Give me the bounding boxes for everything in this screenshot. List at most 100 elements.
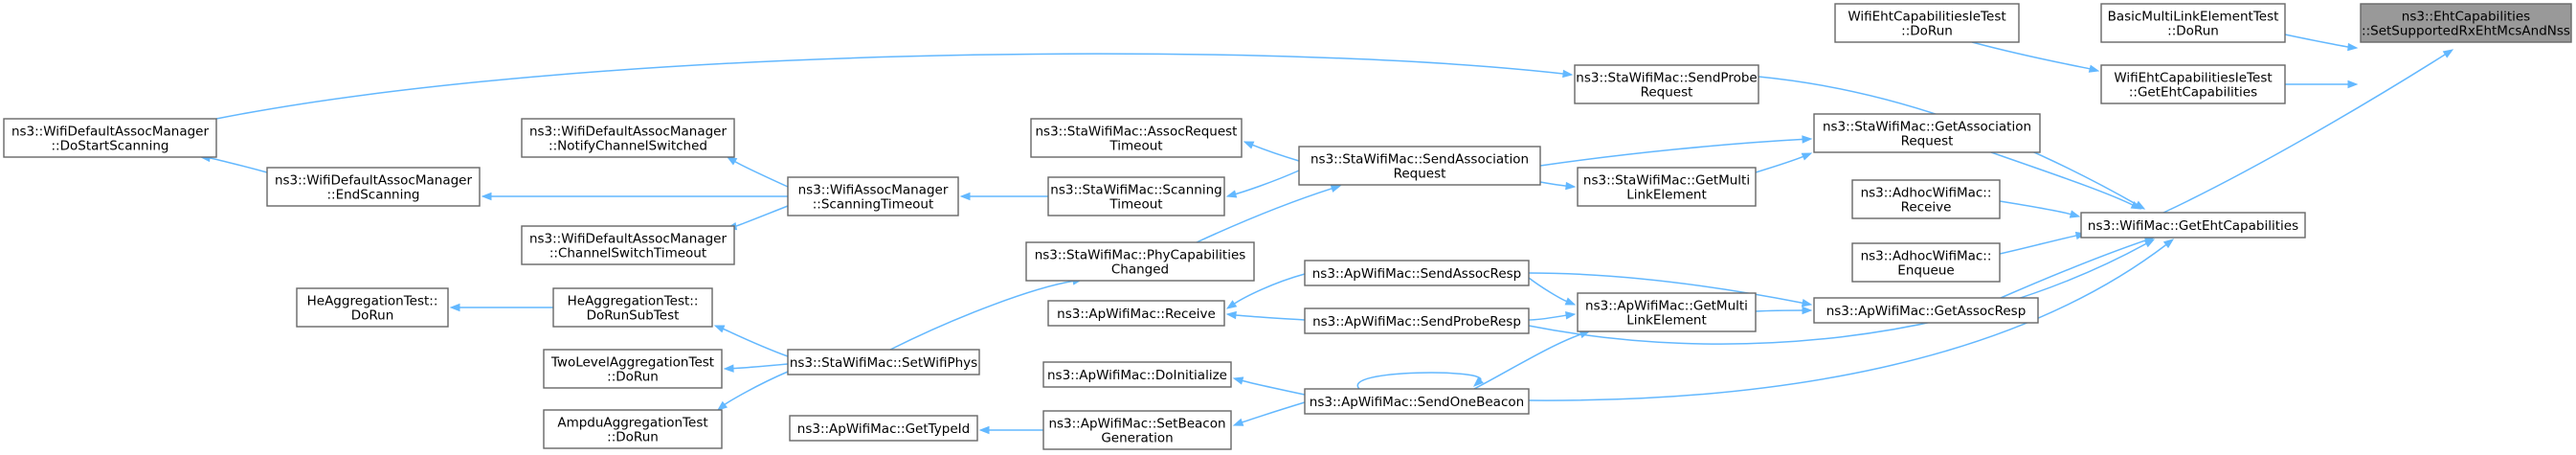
edge-ApSendOneBeacon-to-ApDoInitialize	[1232, 376, 1306, 396]
edge-ApSendOneBeacon-to-WifiMacGetEht	[1528, 239, 2175, 401]
node-ApSendProbeResp[interactable]: ns3::ApWifiMac::SendProbeResp	[1304, 307, 1530, 334]
node-label: DoRun	[351, 308, 394, 324]
edge-StaGetMultiLink-to-StaGetAssocReq	[1755, 152, 1813, 173]
node-WifiMacGetEht[interactable]: ns3::WifiMac::GetEhtCapabilities	[2080, 212, 2306, 239]
node-label: ns3::WifiDefaultAssocManager	[275, 173, 473, 189]
node-label: Request	[1641, 85, 1693, 101]
node-label: HeAggregationTest::	[568, 294, 699, 309]
edge-StaSendAssocReq-to-StaAssocTimeout	[1243, 141, 1300, 162]
node-label: ns3::WifiAssocManager	[798, 183, 949, 198]
node-DefChanSwitchTimeout[interactable]: ns3::WifiDefaultAssocManager::ChannelSwi…	[521, 225, 735, 265]
node-label: ns3::WifiDefaultAssocManager	[529, 125, 728, 140]
node-HeAggSubTest[interactable]: HeAggregationTest::DoRunSubTest	[552, 287, 713, 328]
node-label: Changed	[1111, 262, 1169, 278]
node-label: ns3::EhtCapabilities	[2402, 10, 2530, 25]
edge-ApSendProbeResp-to-ApReceive	[1225, 310, 1306, 321]
edge-StaScanTimeout-to-AssocMgrScanTimeout	[959, 192, 1048, 201]
edge-ApSetBeaconGen-to-ApGetTypeId	[978, 425, 1043, 435]
node-label: ns3::ApWifiMac::GetMulti	[1585, 299, 1748, 314]
node-root: ns3::EhtCapabilities::SetSupportedRxEhtM…	[2360, 3, 2572, 43]
node-ApDoInitialize[interactable]: ns3::ApWifiMac::DoInitialize	[1042, 361, 1232, 388]
node-label: ns3::ApWifiMac::GetAssocResp	[1826, 304, 2027, 319]
edge-ApSendOneBeacon-to-ApGetMultiLink	[1473, 330, 1591, 390]
edge-ApSendAssocResp-to-ApGetMultiLink	[1528, 277, 1577, 306]
node-StaScanTimeout[interactable]: ns3::StaWifiMac::ScanningTimeout	[1047, 176, 1225, 216]
node-HeAggDoRun[interactable]: HeAggregationTest::DoRun	[296, 287, 449, 328]
node-ApSendOneBeacon[interactable]: ns3::ApWifiMac::SendOneBeacon	[1304, 388, 1530, 415]
node-BasicMultiLink[interactable]: BasicMultiLinkElementTest::DoRun	[2100, 3, 2286, 43]
node-label: ns3::StaWifiMac::SendProbe	[1576, 71, 1757, 86]
edge-StaSendAssocReq-to-StaScanTimeout	[1225, 170, 1300, 198]
node-ApSendAssocResp[interactable]: ns3::ApWifiMac::SendAssocResp	[1304, 260, 1530, 286]
edge-DefDoStartScanning-to-StaSendProbe	[215, 53, 1574, 120]
node-label: ns3::StaWifiMac::SetWifiPhys	[790, 355, 977, 371]
node-label: DoRunSubTest	[587, 308, 680, 324]
edge-StaSendAssocReq-to-StaGetMultiLink	[1539, 181, 1577, 191]
edge-WifiEhtCapIeGet-to-root	[2285, 80, 2359, 89]
node-AmpduAgg[interactable]: AmpduAggregationTest::DoRun	[543, 409, 723, 449]
node-label: ns3::ApWifiMac::SendOneBeacon	[1310, 395, 1524, 410]
node-StaSetWifiPhys[interactable]: ns3::StaWifiMac::SetWifiPhys	[787, 349, 980, 375]
node-label: ::DoRun	[607, 430, 659, 445]
node-DefDoStartScanning[interactable]: ns3::WifiDefaultAssocManager::DoStartSca…	[3, 118, 217, 158]
edge-ApSendOneBeacon-to-ApSendOneBeacon	[1356, 372, 1484, 390]
node-label: ns3::StaWifiMac::AssocRequest	[1036, 125, 1238, 140]
node-AdhocReceive[interactable]: ns3::AdhocWifiMac::Receive	[1851, 179, 2001, 219]
node-label: LinkElement	[1626, 313, 1707, 329]
node-label: HeAggregationTest::	[307, 294, 438, 309]
node-label: ns3::WifiDefaultAssocManager	[529, 232, 728, 247]
node-label: Generation	[1101, 431, 1173, 446]
node-label: ::SetSupportedRxEhtMcsAndNss	[2362, 24, 2570, 39]
node-label: ::NotifyChannelSwitched	[549, 139, 707, 154]
graph-nodes: ns3::EhtCapabilities::SetSupportedRxEhtM…	[3, 3, 2572, 450]
edge-AdhocReceive-to-WifiMacGetEht	[1999, 200, 2081, 218]
node-label: ns3::StaWifiMac::Scanning	[1050, 183, 1221, 198]
node-WifiEhtCapIeDoRun[interactable]: WifiEhtCapabilitiesIeTest::DoRun	[1834, 3, 2020, 43]
edge-ApSendOneBeacon-to-ApSetBeaconGen	[1232, 401, 1306, 426]
node-AdhocEnqueue[interactable]: ns3::AdhocWifiMac::Enqueue	[1851, 242, 2001, 283]
node-label: ns3::WifiMac::GetEhtCapabilities	[2088, 218, 2298, 234]
node-label: ::DoStartScanning	[52, 139, 169, 154]
node-TwoLevelAgg[interactable]: TwoLevelAggregationTest::DoRun	[543, 349, 723, 389]
node-DefEndScanning[interactable]: ns3::WifiDefaultAssocManager::EndScannin…	[266, 167, 481, 207]
node-label: ns3::ApWifiMac::DoInitialize	[1047, 368, 1227, 383]
node-label: ns3::StaWifiMac::GetAssociation	[1823, 120, 2031, 135]
node-label: Request	[1394, 167, 1446, 182]
node-label: WifiEhtCapabilitiesIeTest	[1848, 10, 2005, 25]
node-label: Request	[1901, 134, 1954, 149]
node-ApGetAssocResp[interactable]: ns3::ApWifiMac::GetAssocResp	[1813, 297, 2039, 324]
edge-ApGetMultiLink-to-ApGetAssocResp	[1755, 306, 1813, 315]
node-label: ns3::AdhocWifiMac::	[1861, 249, 1992, 264]
node-label: ::DoRun	[1901, 24, 1953, 39]
node-ApReceive[interactable]: ns3::ApWifiMac::Receive	[1047, 300, 1225, 327]
edge-StaGetAssocReq-to-WifiMacGetEht	[1990, 151, 2142, 210]
node-label: Timeout	[1109, 197, 1162, 213]
node-DefNotifyChannel[interactable]: ns3::WifiDefaultAssocManager::NotifyChan…	[521, 118, 735, 158]
node-label: ns3::ApWifiMac::GetTypeId	[797, 421, 970, 437]
node-label: Enqueue	[1897, 263, 1954, 279]
node-label: ns3::ApWifiMac::SendAssocResp	[1312, 266, 1522, 282]
edge-AssocMgrScanTimeout-to-DefChanSwitchTimeout	[726, 205, 789, 231]
node-label: ns3::AdhocWifiMac::	[1861, 186, 1992, 201]
node-ApGetTypeId[interactable]: ns3::ApWifiMac::GetTypeId	[789, 415, 978, 442]
node-AssocMgrScanTimeout[interactable]: ns3::WifiAssocManager::ScanningTimeout	[787, 176, 959, 216]
edge-StaSetWifiPhys-to-HeAggSubTest	[713, 325, 789, 357]
edge-ApSendProbeResp-to-ApGetMultiLink	[1528, 311, 1577, 321]
edge-ApSendAssocResp-to-ApGetAssocResp	[1528, 272, 1813, 307]
node-WifiEhtCapIeGet[interactable]: WifiEhtCapabilitiesIeTest::GetEhtCapabil…	[2100, 64, 2286, 104]
node-label: ns3::ApWifiMac::SetBeacon	[1048, 417, 1225, 432]
node-label: ns3::ApWifiMac::Receive	[1057, 307, 1216, 322]
node-label: ::ChannelSwitchTimeout	[549, 246, 706, 262]
node-label: Receive	[1901, 200, 1952, 216]
node-label: AmpduAggregationTest	[557, 416, 707, 431]
edge-AssocMgrScanTimeout-to-DefEndScanning	[481, 192, 788, 201]
